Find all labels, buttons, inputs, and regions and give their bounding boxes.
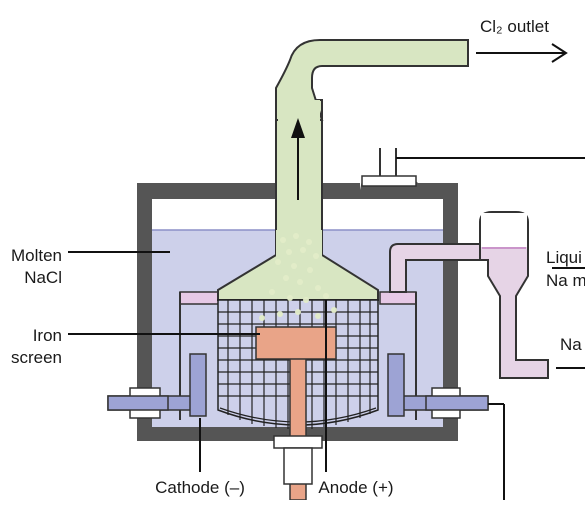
chlorine-bubbles [259, 233, 337, 321]
cl2-outlet-label: Cl₂ outlet [480, 17, 549, 36]
molten-nacl-label-line2: NaCl [24, 268, 62, 287]
outlet-arrow [476, 43, 568, 63]
gas-flow-arrow [291, 118, 305, 200]
cathode-right [387, 353, 489, 419]
top-valve [379, 148, 585, 176]
molten-nacl-label-line1: Molten [10, 246, 62, 265]
iron-screen-label-line1: Iron [32, 326, 62, 345]
liquid-na-label-line2: Na m [546, 271, 585, 290]
liquid-na-label-line1: Liqui [546, 248, 582, 267]
anode-label: Anode (+) [318, 478, 394, 497]
anode-bushing [273, 435, 323, 485]
sodium-reservoir [389, 211, 549, 379]
iron-screen-label-line2: screen [10, 348, 62, 367]
cathode-left [107, 353, 207, 419]
na-label: Na [560, 335, 582, 354]
chlorine-pipe [275, 39, 469, 121]
leader-lines [68, 251, 585, 500]
cathode-label: Cathode (–) [155, 478, 245, 497]
